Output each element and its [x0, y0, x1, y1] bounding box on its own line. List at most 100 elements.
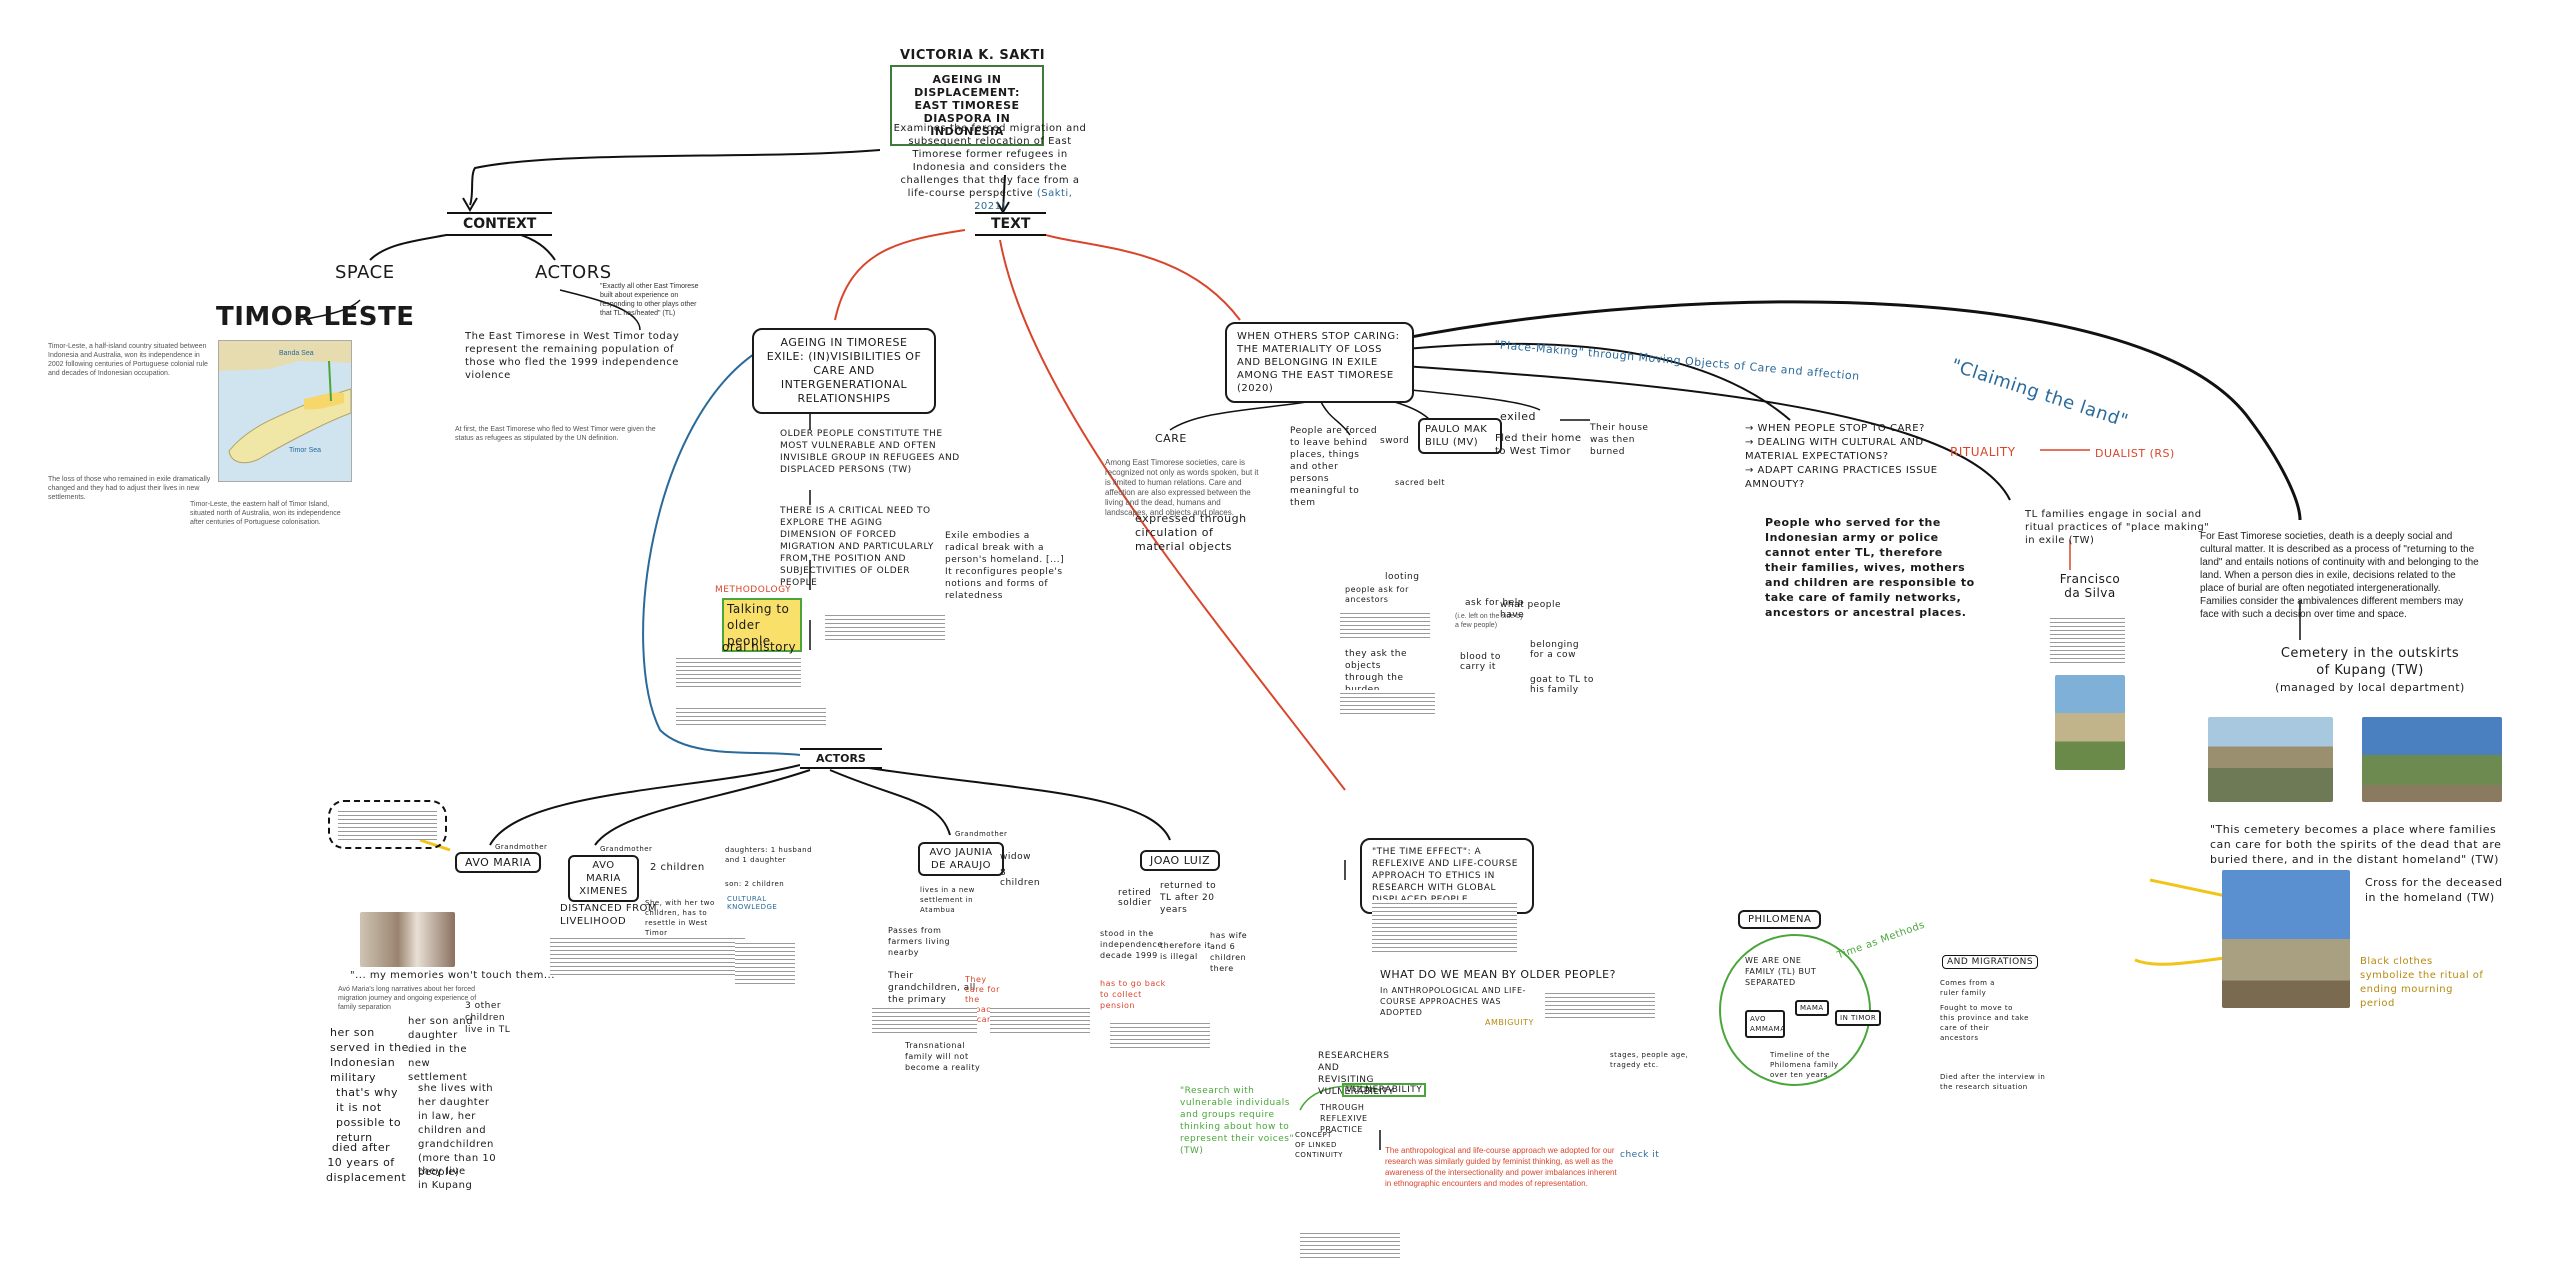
- text-block-care: [1340, 610, 1430, 640]
- main-description-text: Examines the forced migration and subseq…: [893, 123, 1087, 199]
- exiled-label: exiled: [1500, 410, 1536, 423]
- line-box1-actors: [642, 349, 801, 756]
- vulnerability-label: VULNERABILITY: [1342, 1083, 1427, 1097]
- has-wife-label: has wife and 6 children there: [1210, 931, 1248, 973]
- text-block-jaunia-2: [990, 1005, 1090, 1035]
- ethical-label: THROUGH REFLEXIVE PRACTICE: [1320, 1103, 1368, 1134]
- stop-caring-cite: (2020): [1237, 383, 1274, 394]
- line-actors-joao: [849, 764, 1171, 841]
- ambiguity-label: AMBIGUITY: [1485, 1018, 1534, 1027]
- stop-caring-title: WHEN OTHERS STOP CARING: THE MATERIALITY…: [1237, 331, 1400, 381]
- quote-bubble-text: [338, 808, 437, 840]
- jaunia-role: Grandmother: [955, 830, 1008, 838]
- transnational-label: Transnational family will not become a r…: [905, 1041, 981, 1072]
- what-do-we-mean: WHAT DO WE MEAN BY OLDER PEOPLE?: [1380, 968, 1616, 981]
- daughters-label: daughters: 1 husband and 1 daughter: [725, 846, 813, 864]
- eight-children-label: 8 children: [1000, 868, 1041, 888]
- objects-burden-note: they ask the objects through the burden: [1345, 649, 1408, 695]
- belonging-note: belonging for a cow: [1530, 640, 1580, 660]
- cross-text: Cross for the deceased in the homeland: [2365, 876, 2503, 904]
- looting-label: looting: [1385, 572, 1420, 582]
- has-to-go-label: has to go back to collect pension: [1100, 979, 1166, 1010]
- ask-help-label: ask for help: [1465, 598, 1524, 608]
- we-are-one-family: WE ARE ONE FAMILY (TL) BUT SEPARATED: [1745, 956, 1817, 987]
- tl-families-cite: (TW): [2068, 535, 2095, 546]
- line-actors-ximenes: [594, 769, 811, 846]
- research-with-text: "Research with vulnerable individuals an…: [1180, 1086, 1295, 1144]
- question-adapt: → ADAPT CARING PRACTICES ISSUE AMNOUTY?: [1745, 465, 1938, 490]
- timor-map-shape: [219, 341, 351, 464]
- died-note: died after 10 years of displacement: [326, 1141, 407, 1184]
- mama-box: MAMA: [1795, 1000, 1829, 1016]
- other-children-note: 3 other children live in TL: [465, 1001, 511, 1035]
- lives-settlement-label: lives in a new settlement in Atambua: [920, 886, 975, 914]
- people-served-note: People who served for the Indonesian arm…: [1765, 516, 1975, 619]
- cemetery-photo-2: [2362, 717, 2502, 802]
- line-box2-claiming: [1394, 300, 2302, 521]
- joao-box: JOAO LUIZ: [1140, 850, 1221, 871]
- house-burned-note: Their house was then burned: [1590, 423, 1649, 457]
- line-text-box2: [1029, 229, 1241, 321]
- care-paragraph: Among East Timorese societies, care is r…: [1105, 458, 1259, 517]
- space-label: SPACE: [335, 262, 395, 283]
- stood-in-label: stood in the independence decade 1999: [1100, 929, 1163, 960]
- text-block-jaunia: [872, 1005, 977, 1035]
- line-text-box1: [834, 229, 966, 321]
- text-block-ximenes-2: [735, 940, 795, 985]
- cemetery-sub: (managed by local department): [2275, 681, 2465, 694]
- cross-photo: [2222, 870, 2350, 1008]
- goat-note: goat to TL to his family: [1530, 675, 1594, 695]
- critical-need-note: THERE IS A CRITICAL NEED TO EXPLORE THE …: [780, 506, 934, 588]
- text-block-ximenes: [550, 935, 745, 975]
- timor-map: Banda Sea Timor Sea: [218, 340, 352, 482]
- jaunia-box: AVO JAUNIA DE ARAUJO: [918, 842, 1004, 876]
- avo-ammama-box: AVO AMMAMA: [1745, 1010, 1785, 1038]
- research-with-cite: (TW): [1180, 1146, 1204, 1156]
- line-text-timeeffect: [999, 239, 1346, 791]
- ximenes-role: Grandmother: [600, 845, 653, 853]
- death-paragraph: For East Timorese societies, death is a …: [2200, 531, 2479, 620]
- map-label-timor: Timor Sea: [289, 447, 322, 454]
- researchers-label: RESEARCHERS AND REVISITING VULNERABILITY: [1318, 1051, 1395, 1097]
- questions-note: → WHEN PEOPLE STOP TO CARE? → DEALING WI…: [1745, 422, 1945, 492]
- died-after-label: Died after the interview in the research…: [1940, 1073, 2046, 1091]
- line-actors-avo-maria: [489, 764, 801, 846]
- question-stop-care: → WHEN PEOPLE STOP TO CARE?: [1745, 423, 1925, 434]
- black-clothes-note: Black clothes symbolize the ritual of en…: [2360, 956, 2484, 1009]
- check-it-link[interactable]: check it: [1620, 1150, 1660, 1160]
- west-timor-small: At first, the East Timorese who fled to …: [455, 426, 656, 442]
- actors-banner: ACTORS: [800, 748, 882, 769]
- they-care-label: They care for the capacity of caring: [965, 975, 1005, 1024]
- talking-older-people: Talking to older people: [722, 598, 802, 652]
- country-title: TIMOR LESTE: [216, 302, 415, 332]
- son-label: son: 2 children: [725, 880, 785, 888]
- line-actors-jaunia: [829, 769, 951, 836]
- cross-cite: (TW): [2466, 891, 2495, 904]
- thats-why-note: that's why it is not possible to return: [336, 1086, 402, 1144]
- actors-label: ACTORS: [535, 262, 612, 283]
- two-children-label: 2 children: [650, 862, 705, 873]
- main-title: AGEING IN DISPLACEMENT: EAST TIMORESE DI…: [890, 65, 1044, 146]
- cemetery-cite: (TW): [2390, 663, 2424, 678]
- returned-label: returned to TL after 20 years: [1160, 881, 1217, 915]
- distanced-label: DISTANCED FROM LIVELIHOOD: [560, 903, 658, 927]
- ancestors-note: people ask for ancestors: [1345, 585, 1409, 604]
- concept-label: CONCEPT OF LINKED CONTINUITY: [1295, 1131, 1343, 1159]
- remaining-note-text: The East Timorese in West Timor today re…: [465, 331, 680, 381]
- anthro-label: In ANTHROPOLOGICAL AND LIFE-COURSE APPRO…: [1380, 986, 1526, 1017]
- fought-label: Fought to move to this province and take…: [1940, 1004, 2029, 1042]
- francisco-label: Francisco da Silva: [2059, 572, 2121, 600]
- what-people-note: what people have: [1500, 600, 1561, 620]
- text-block-joao: [1110, 1020, 1210, 1048]
- they-live-note: they live in Kupang: [418, 1166, 473, 1191]
- cemetery-text: Cemetery in the outskirts of Kupang: [2280, 646, 2460, 678]
- paulo-name: PAULO MAK BILU: [1425, 424, 1488, 448]
- question-dealing: → DEALING WITH CULTURAL AND MATERIAL EXP…: [1745, 437, 1924, 462]
- rituality-label: RITUALITY: [1950, 445, 2016, 459]
- paulo-box: PAULO MAK BILU (MV): [1418, 418, 1502, 454]
- passes-label: Passes from farmers living nearby: [888, 926, 951, 957]
- avo-maria-photo: [360, 912, 455, 967]
- cemetery-photo-1: [2208, 717, 2333, 802]
- text-block-time-3: [1545, 990, 1655, 1020]
- people-forced-note: People are forced to leave behind places…: [1290, 426, 1378, 508]
